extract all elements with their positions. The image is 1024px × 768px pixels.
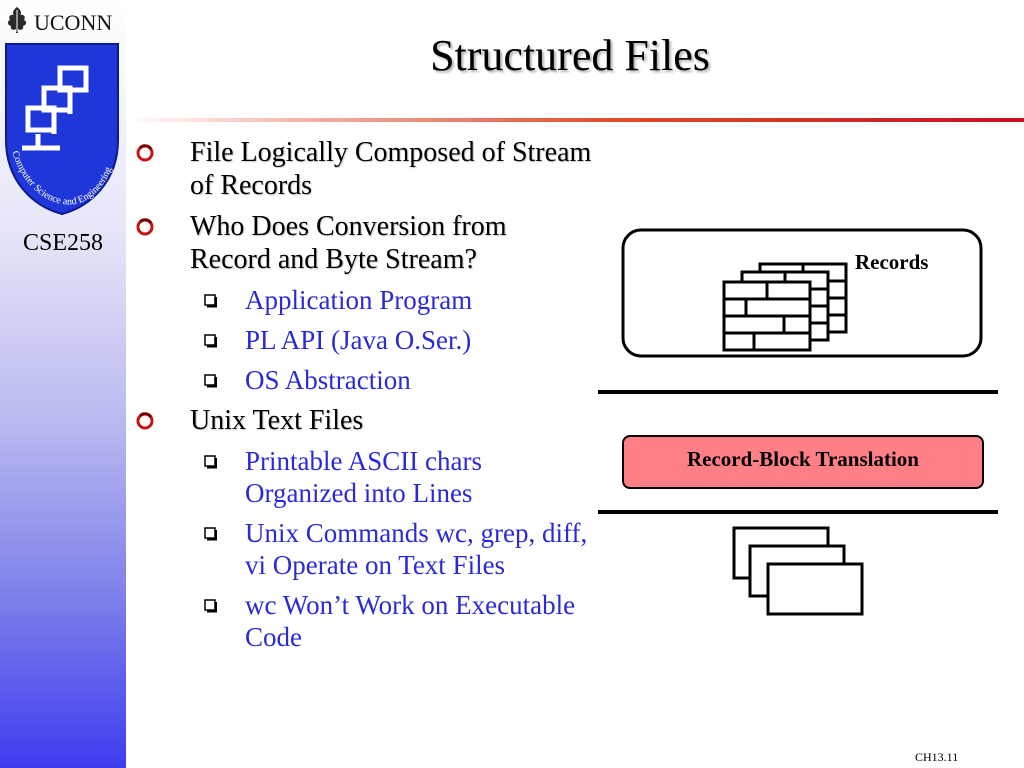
sub-bullet-text: PL API (Java O.Ser.) — [245, 325, 472, 355]
sub-bullet-marker-icon — [204, 527, 217, 541]
sub-bullet-item: wc Won’t Work on Executable Code — [132, 589, 592, 653]
sub-bullet-marker-icon — [204, 599, 217, 613]
sub-bullet-item: Unix Commands wc, grep, diff, vi Operate… — [132, 517, 592, 581]
bullet-list: File Logically Composed of Stream of Rec… — [132, 136, 592, 661]
bullet-item: File Logically Composed of Stream of Rec… — [132, 136, 592, 202]
sub-bullet-item: PL API (Java O.Ser.) — [132, 324, 592, 356]
slide-number: CH13.11 — [915, 750, 959, 764]
sub-bullet-text: Printable ASCII chars Organized into Lin… — [245, 446, 482, 508]
sub-bullet-text: Unix Commands wc, grep, diff, vi Operate… — [245, 518, 588, 580]
records-stack-icon — [722, 262, 848, 352]
bullet-item: Unix Text Files — [132, 404, 592, 437]
record-diagram — [598, 228, 998, 616]
bullet-text: Unix Text Files — [190, 405, 364, 436]
records-label: Records — [855, 250, 929, 274]
sub-bullet-text: wc Won’t Work on Executable Code — [245, 590, 576, 652]
uconn-logo: UCONN — [4, 6, 124, 36]
university-name: UCONN — [34, 10, 113, 35]
slide-title: Structured Files — [430, 31, 710, 80]
sub-bullet-text: Application Program — [245, 285, 473, 315]
sub-bullet-marker-icon — [204, 374, 217, 388]
translation-box: Record-Block Translation — [622, 435, 984, 489]
bullet-item: Who Does Conversion from Record and Byte… — [132, 210, 592, 276]
sub-bullet-text: OS Abstraction — [245, 365, 411, 395]
sub-bullet-item: OS Abstraction — [132, 364, 592, 396]
title-divider — [126, 118, 1024, 122]
sub-bullet-marker-icon — [204, 334, 217, 348]
sub-bullet-marker-icon — [204, 294, 217, 308]
translation-label: Record-Block Translation — [687, 447, 919, 471]
sub-bullet-marker-icon — [204, 455, 217, 469]
sub-bullet-item: Printable ASCII chars Organized into Lin… — [132, 445, 592, 509]
course-code: CSE258 — [22, 230, 103, 256]
bullet-marker-icon — [136, 218, 154, 236]
cse-shield-logo: Computer Science and Engineering — [5, 43, 119, 216]
oak-leaf-icon — [7, 7, 27, 33]
bullet-marker-icon — [136, 412, 154, 430]
bullet-text: Who Does Conversion from Record and Byte… — [190, 211, 507, 275]
bullet-text: File Logically Composed of Stream of Rec… — [190, 137, 592, 201]
sub-bullet-item: Application Program — [132, 284, 592, 316]
sidebar: UCONN Computer Science and Engineering C… — [0, 0, 126, 768]
bullet-marker-icon — [136, 144, 154, 162]
blocks-stack-icon — [732, 526, 864, 616]
